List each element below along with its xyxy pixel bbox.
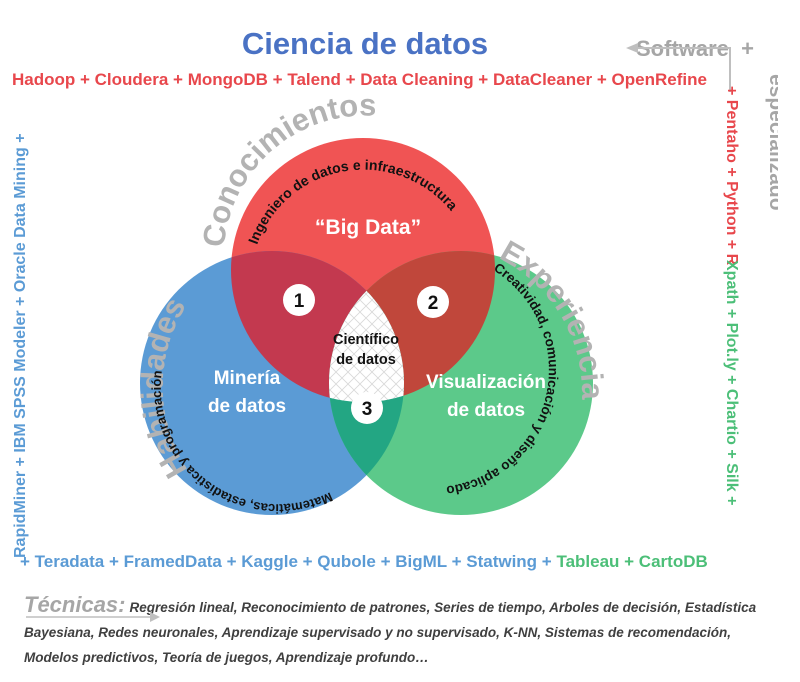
arrow-icon (26, 612, 160, 622)
bottom-tools-green: Tableau + CartoDB (556, 552, 708, 571)
label-visualizacion-2: de datos (447, 400, 525, 421)
tecnicas-text: Regresión lineal, Reconocimiento de patr… (24, 600, 757, 665)
label-big-data: “Big Data” (315, 216, 421, 239)
bottom-tools-list: + Teradata + FramedData + Kaggle + Qubol… (20, 552, 708, 572)
marker-2: 2 (417, 286, 449, 318)
tecnicas-label: Técnicas: (24, 592, 126, 617)
marker-3: 3 (351, 392, 383, 424)
marker-1-text: 1 (294, 291, 305, 312)
right-tools-green: Xpath + Plot.ly + Chartio + Silk + (723, 260, 740, 505)
left-tools-text: RapidMiner + IBM SPSS Modeler + Oracle D… (12, 133, 29, 558)
page-title: Ciencia de datos (241, 26, 489, 61)
bottom-tools-blue: + Teradata + FramedData + Kaggle + Qubol… (20, 552, 552, 571)
right-tools-green-text: Xpath + Plot.ly + Chartio + Silk + (723, 260, 740, 505)
label-mineria-1: Minería (214, 368, 281, 389)
label-cientifico-2: de datos (336, 352, 396, 368)
software-plus: + (741, 36, 755, 61)
marker-3-text: 3 (362, 399, 373, 420)
right-tools-red-text: + Pentaho + Python + R + (723, 86, 740, 266)
label-cientifico-1: Científico (333, 332, 399, 348)
especializado-label: especializado (765, 74, 778, 211)
top-tools-list: Hadoop + Cloudera + MongoDB + Talend + D… (12, 70, 707, 89)
right-tools-red: + Pentaho + Python + R + (723, 86, 740, 266)
marker-2-text: 2 (428, 293, 439, 314)
label-mineria-2: de datos (208, 396, 286, 417)
tecnicas-block: Técnicas:Regresión lineal, Reconocimient… (24, 592, 764, 670)
marker-1: 1 (283, 284, 315, 316)
arrow-icon (626, 43, 731, 92)
left-tools: RapidMiner + IBM SPSS Modeler + Oracle D… (12, 133, 29, 558)
label-visualizacion-1: Visualización (426, 372, 546, 393)
especializado-text: especializado (765, 74, 778, 211)
